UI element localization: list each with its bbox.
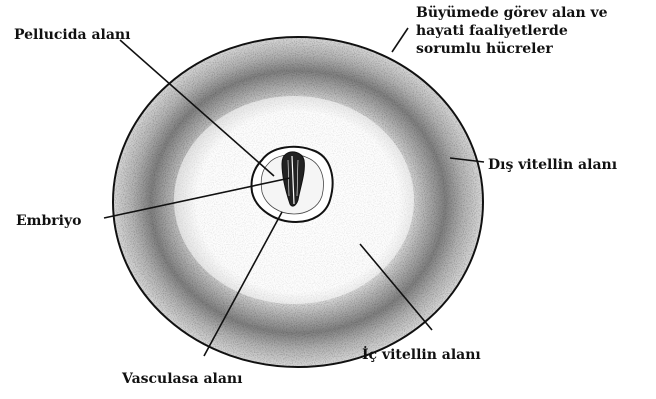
outer-vitelline-label: Dış vitellin alanı — [488, 156, 617, 174]
pellucida-label: Pellucida alanı — [14, 26, 130, 44]
inner-vitelline-label: İç vitellin alanı — [362, 346, 481, 364]
embryo-label: Embriyo — [16, 212, 81, 230]
growth-cells-line-1: Büyümede görev alan ve — [416, 4, 654, 22]
growth-cells-line-3: sorumlu hücreler — [416, 40, 654, 58]
growth-cells-line-2: hayati faaliyetlerde — [416, 22, 654, 40]
leader-growth-cells — [392, 28, 408, 52]
growth-cells-label: Büyümede görev alan ve hayati faaliyetle… — [416, 4, 654, 58]
vasculosa-label: Vasculasa alanı — [122, 370, 242, 388]
